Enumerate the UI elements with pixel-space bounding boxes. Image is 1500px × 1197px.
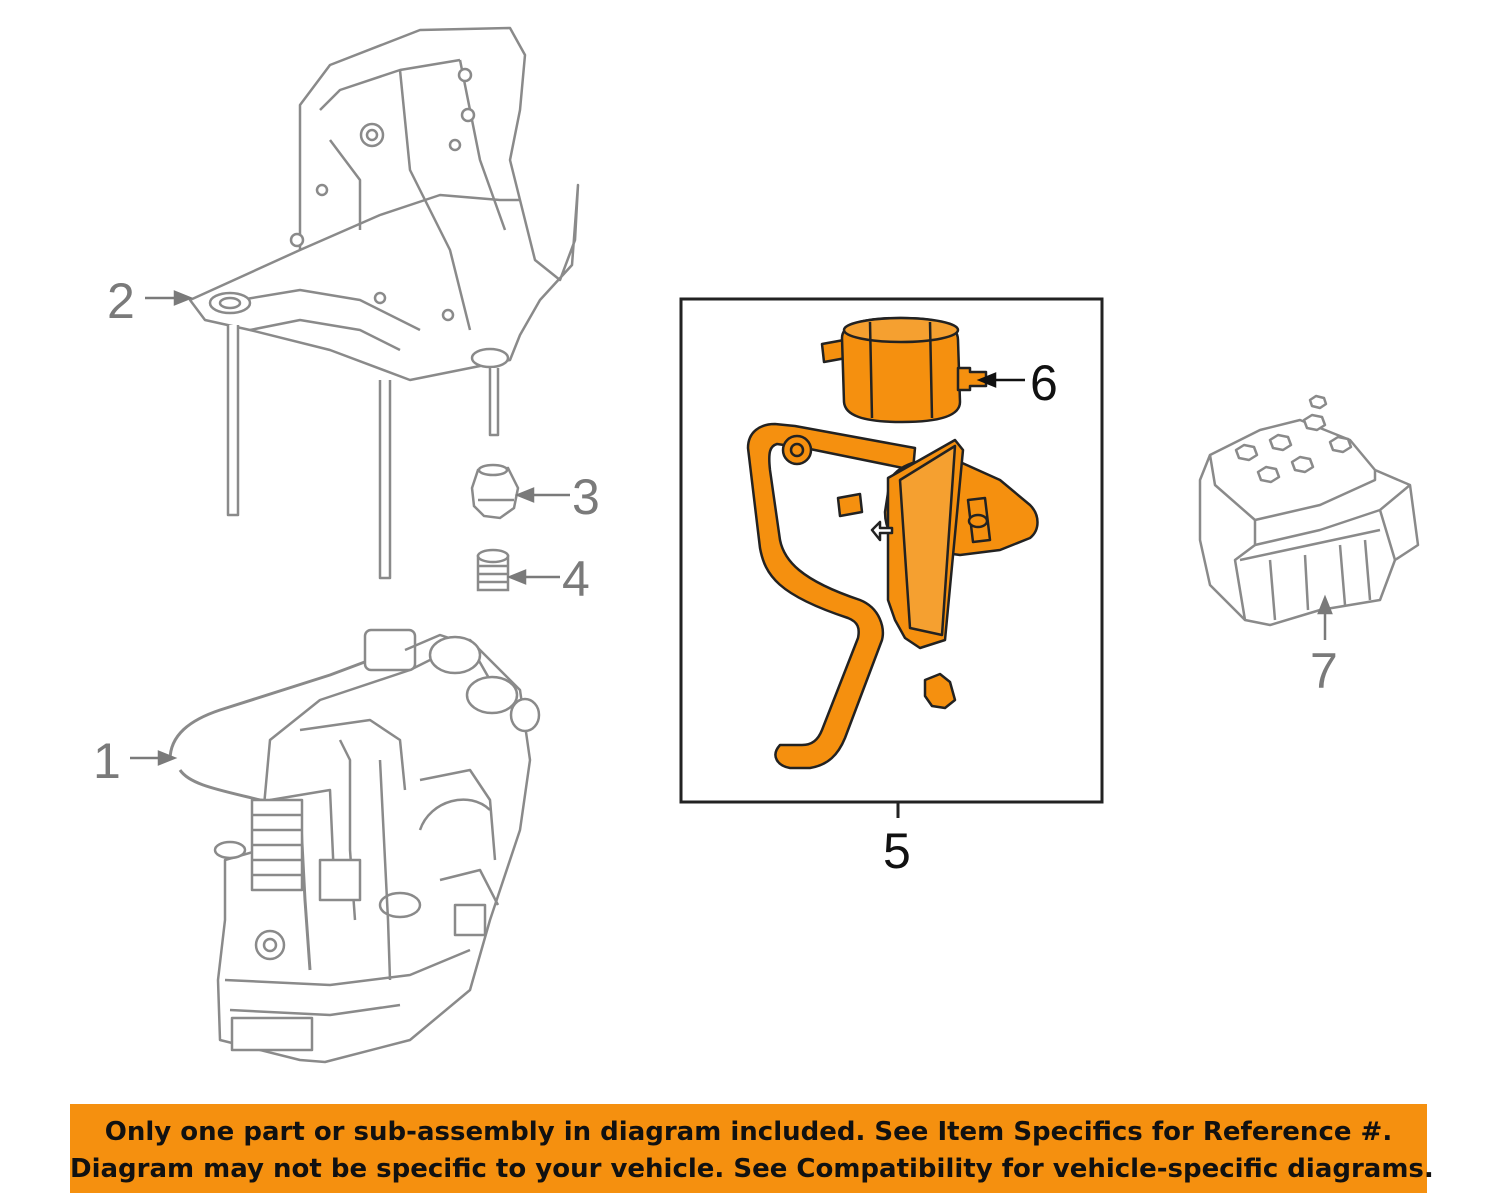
callout-2: 2 [107, 273, 135, 329]
leader-lines [130, 290, 1333, 766]
part-7-valve-block [1198, 394, 1420, 627]
callout-6: 6 [1030, 355, 1058, 411]
part-5-group-box [679, 297, 1104, 804]
callout-4: 4 [562, 551, 590, 607]
callout-3: 3 [572, 469, 600, 525]
disclaimer-line-2: Diagram may not be specific to your vehi… [70, 1154, 1434, 1184]
part-2-bracket [188, 26, 580, 580]
part-3-grommet [470, 463, 520, 520]
part-5-dryer-assembly [746, 422, 1039, 770]
callout-7: 7 [1310, 643, 1338, 699]
callout-1: 1 [93, 733, 121, 789]
disclaimer-banner: Only one part or sub-assembly in diagram… [70, 1104, 1434, 1193]
leader-6 [976, 372, 1025, 388]
part-4-spacer [476, 548, 510, 592]
callout-5: 5 [883, 823, 911, 879]
valve-block-nuts [1234, 394, 1353, 484]
part-6-filter [820, 316, 988, 424]
part-1-compressor [168, 628, 541, 1064]
disclaimer-line-1: Only one part or sub-assembly in diagram… [104, 1117, 1393, 1147]
